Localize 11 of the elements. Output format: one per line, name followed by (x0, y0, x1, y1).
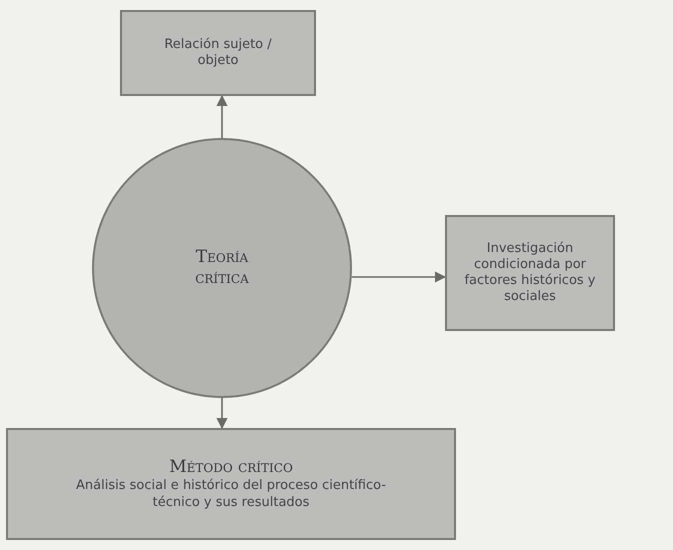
arrow (352, 271, 446, 283)
arrow (216, 94, 228, 138)
concept-box (445, 215, 615, 331)
node-text: Análisis social e histórico del proceso científico-técnico y sus resultados (75, 478, 387, 511)
node-text: Investigación condicionada por factores históricos y sociales (463, 240, 597, 306)
node-text: Relación sujeto / objeto (163, 36, 273, 70)
concept-box (120, 10, 316, 96)
arrow (216, 398, 228, 430)
heading-text: Teoría crítica (194, 246, 250, 290)
concept-box (6, 428, 456, 540)
heading-text: Método crítico (169, 457, 293, 478)
